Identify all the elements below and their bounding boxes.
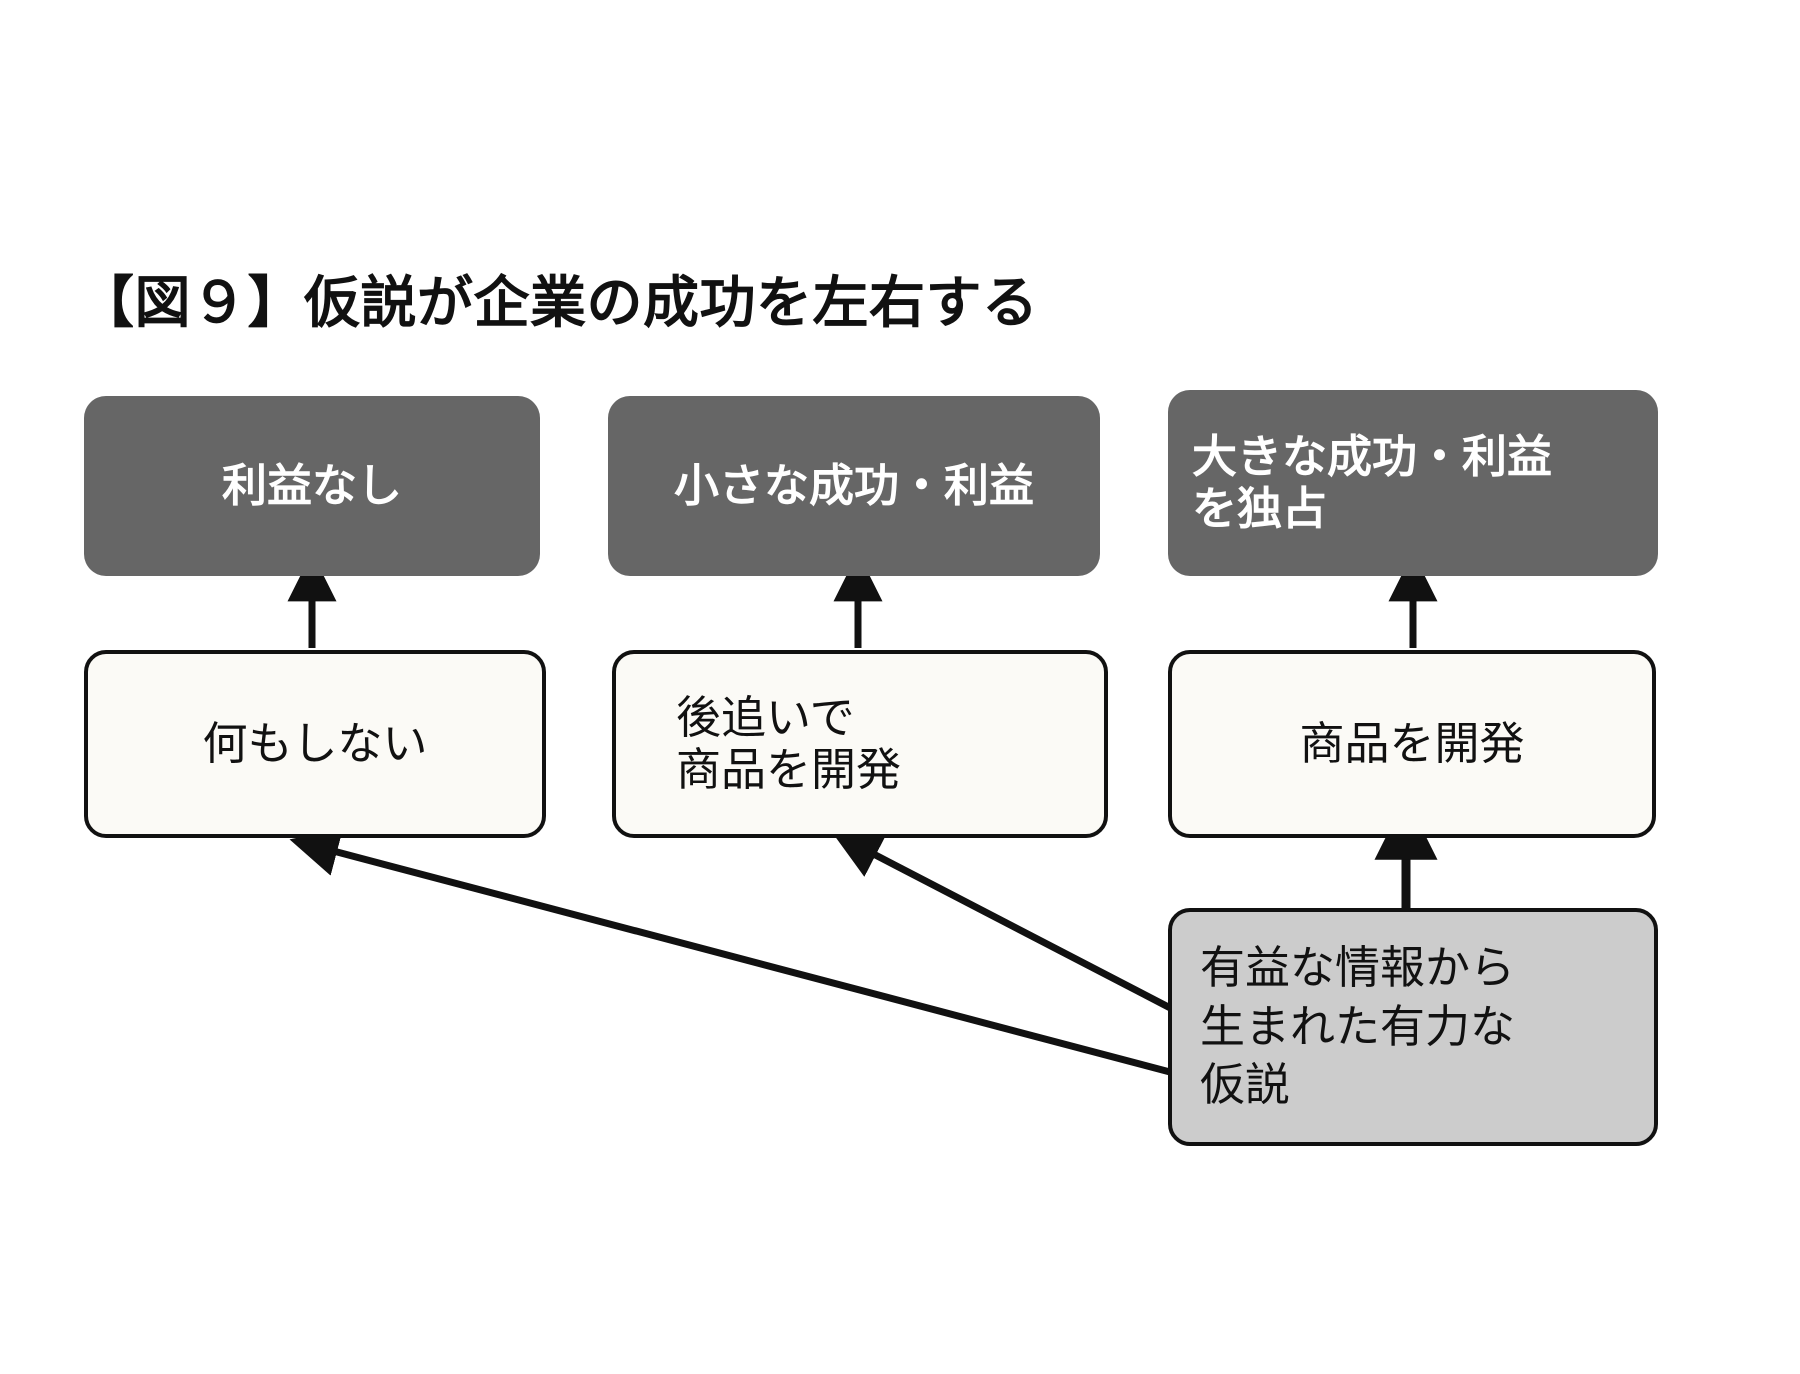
action-label-line: 商品を開発 <box>676 744 902 795</box>
source-label-line: 生まれた有力な <box>1200 1000 1516 1052</box>
outcome-box-small-success[interactable]: 小さな成功・利益 <box>608 396 1100 576</box>
source-label-line: 有益な情報から <box>1200 942 1516 994</box>
arrow-source-to-action2 <box>832 832 1180 1016</box>
outcome-label-line: 利益なし <box>221 459 402 511</box>
action-label-line: 商品を開発 <box>1299 717 1525 769</box>
arrow-source-to-action1 <box>289 828 1171 1076</box>
outcome-box-no-profit[interactable]: 利益なし <box>84 396 540 576</box>
action-box-do-nothing[interactable]: 何もしない <box>84 650 546 838</box>
action-label-line: 何もしない <box>202 717 428 769</box>
action-label-line: 後追いで <box>676 691 855 743</box>
page-title: 【図９】仮説が企業の成功を左右する <box>78 271 1039 334</box>
source-label-line: 仮説 <box>1200 1059 1291 1111</box>
action-box-develop-product[interactable]: 商品を開発 <box>1168 650 1656 838</box>
source-box-strong-hypothesis[interactable]: 有益な情報から 生まれた有力な 仮説 <box>1168 908 1658 1146</box>
outcome-box-big-success[interactable]: 大きな成功・利益 を独占 <box>1168 390 1658 576</box>
outcome-label-line: 小さな成功・利益 <box>673 459 1034 511</box>
outcome-label-line: 大きな成功・利益 <box>1192 430 1553 482</box>
outcome-label-line: を独占 <box>1192 483 1328 534</box>
action-box-follow-develop[interactable]: 後追いで 商品を開発 <box>612 650 1108 838</box>
